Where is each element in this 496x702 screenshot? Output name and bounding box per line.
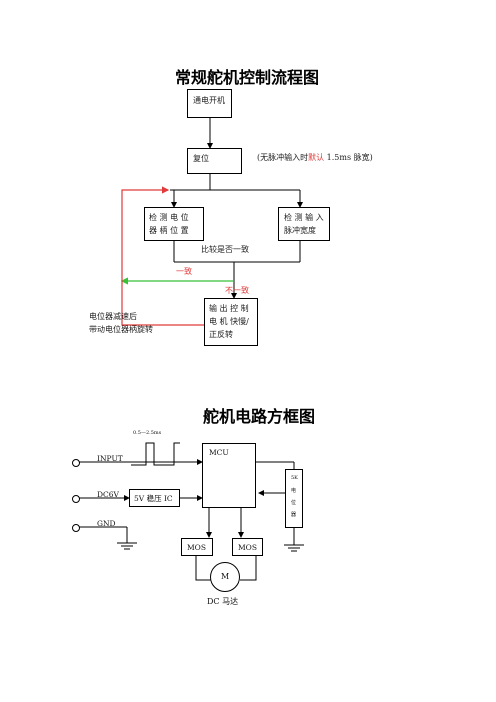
pot-note-line2: 带动电位器柄旋转 [89,325,153,334]
pulse-width-label: 0.5—2.5ms [133,430,162,436]
inconsistent-label: 不一致 [225,286,249,295]
block-diagram-title: 舵机电路方框图 [203,407,316,426]
motor-letter: M [221,572,230,581]
power-on-box: 通电开机 [187,89,232,118]
output-control-box: 输 出 控 制 电 机 快慢/ 正反转 [204,298,258,346]
pot-char-1: 5K [291,475,298,481]
detect-pot-line1: 检 测 电 位 [149,213,189,222]
reset-label: 复位 [193,154,209,163]
detect-pot-line2: 器 柄 位 置 [149,226,189,235]
motor-label: DC 马达 [207,597,239,606]
detect-input-line2: 脉冲宽度 [284,226,316,235]
output-line2: 电 机 快慢/ [209,317,249,326]
potentiometer-box: 5K 电 位 器 [285,469,303,528]
detect-input-line1: 检 测 输 入 [284,213,324,222]
dc6v-label: DC6V [97,490,119,499]
consistent-label: 一致 [176,267,192,276]
regulator-label: 5V 稳压 IC [134,494,173,503]
gnd-terminal-icon [72,524,80,532]
pot-char-2: 电 [291,488,297,494]
reset-box: 复位 [187,148,242,174]
pot-char-3: 位 [291,500,297,506]
detect-pot-box: 检 测 电 位 器 柄 位 置 [144,207,204,241]
output-line3: 正反转 [209,330,233,339]
input-label: INPUT [97,454,123,463]
input-terminal-icon [72,459,80,467]
mos-right-box: MOS [232,538,263,556]
mos-right-label: MOS [238,543,257,552]
flowchart-title: 常规舵机控制流程图 [175,68,320,87]
gnd-label: GND [97,519,116,528]
mcu-box: MCU [202,443,256,508]
mos-left-box: MOS [181,538,213,556]
reset-note: (无脉冲输入时默认 1.5ms 脉宽) [257,153,373,162]
pot-note-line1: 电位器减速后 [89,312,137,321]
detect-input-box: 检 测 输 入 脉冲宽度 [278,207,330,241]
pot-char-4: 器 [291,512,297,518]
regulator-box: 5V 稳压 IC [129,489,180,507]
compare-label: 比较是否一致 [201,245,249,254]
dc6v-terminal-icon [72,495,80,503]
output-line1: 输 出 控 制 [209,304,249,313]
mcu-label: MCU [209,448,229,457]
motor-icon: M [210,562,240,592]
mos-left-label: MOS [187,543,206,552]
power-on-label: 通电开机 [193,96,225,105]
